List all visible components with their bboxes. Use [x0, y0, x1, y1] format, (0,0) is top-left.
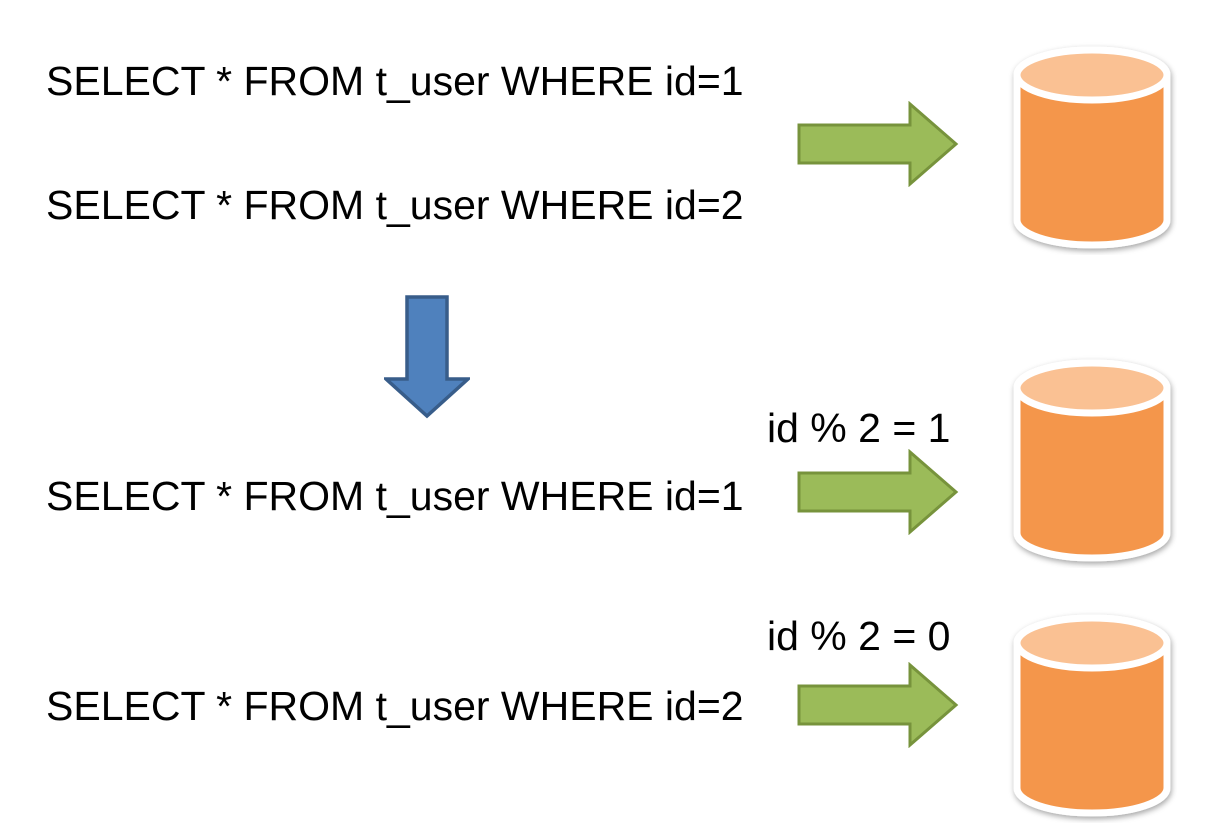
- sql-query-after-2: SELECT * FROM t_user WHERE id=2: [46, 683, 744, 729]
- sql-query-before-2: SELECT * FROM t_user WHERE id=2: [46, 182, 744, 228]
- sql-query-after-1: SELECT * FROM t_user WHERE id=1: [46, 473, 744, 519]
- sql-query-before-1: SELECT * FROM t_user WHERE id=1: [46, 58, 744, 104]
- routing-condition-label-1: id % 2 = 1: [767, 405, 951, 451]
- green-right-arrow-icon: [797, 449, 959, 535]
- green-right-arrow-icon: [797, 101, 959, 187]
- database-cylinder-icon: [1013, 614, 1171, 817]
- green-right-arrow-icon: [797, 662, 959, 748]
- routing-condition-label-2: id % 2 = 0: [767, 613, 951, 659]
- blue-down-arrow-icon: [384, 295, 470, 419]
- database-cylinder-icon: [1013, 359, 1171, 562]
- database-cylinder-icon: [1013, 46, 1171, 249]
